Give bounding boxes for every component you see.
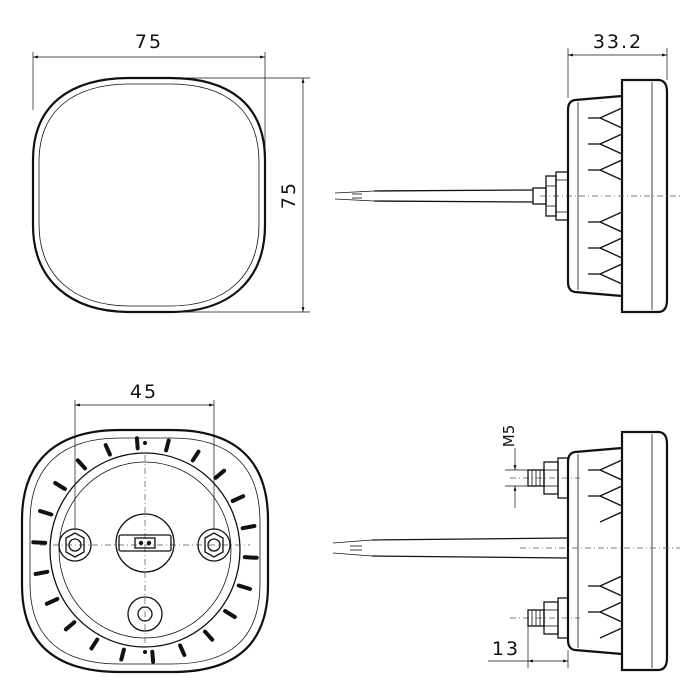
back-rib [213,468,227,480]
back-rib [75,458,87,471]
stud-side-body [566,446,623,656]
side-lens-cap [620,78,669,314]
front-height-label: 75 [278,181,300,209]
back-rib [33,569,50,576]
back-rib [38,509,54,517]
stud-side-fins [588,459,623,639]
stud-side-cable [371,537,569,559]
back-rib [242,555,259,560]
back-rib [44,597,60,606]
back-rib [203,629,215,642]
back-rib [190,449,201,463]
back-rib [240,524,257,531]
back-rib [230,494,246,503]
front-view: 75 75 [31,31,310,314]
back-rib [178,643,187,657]
back-rib [53,481,67,491]
back-rib [31,540,48,545]
back-rib [63,620,77,632]
back-rib [134,436,140,451]
back-rib [164,438,171,453]
front-lens-inner [38,83,260,307]
back-housing-outline [20,428,270,674]
back-rib [236,583,252,591]
stud-length-label: 13 [492,638,520,660]
side-view-studs: M5 13 [332,425,680,672]
stud-bottom [527,597,569,639]
side-depth-label: 33.2 [593,31,643,53]
back-spacing-label: 45 [130,381,158,403]
back-rib [89,637,100,651]
back-rib [223,609,237,619]
side-view: 33.2 [334,31,680,314]
back-ribs [31,436,259,664]
stud-side-lens-cap [620,430,669,672]
side-fins [588,107,623,285]
back-rib [119,647,126,662]
stud-top [527,457,569,499]
back-breather [127,596,163,632]
side-gland [555,171,569,221]
back-connector [115,513,175,573]
front-width-label: 75 [135,31,163,53]
back-rib [150,649,156,664]
front-housing-outline [31,76,267,314]
stud-thread-label: M5 [500,425,518,448]
back-rib [103,443,112,457]
side-cable [373,189,534,203]
back-view: 45 [20,381,270,674]
